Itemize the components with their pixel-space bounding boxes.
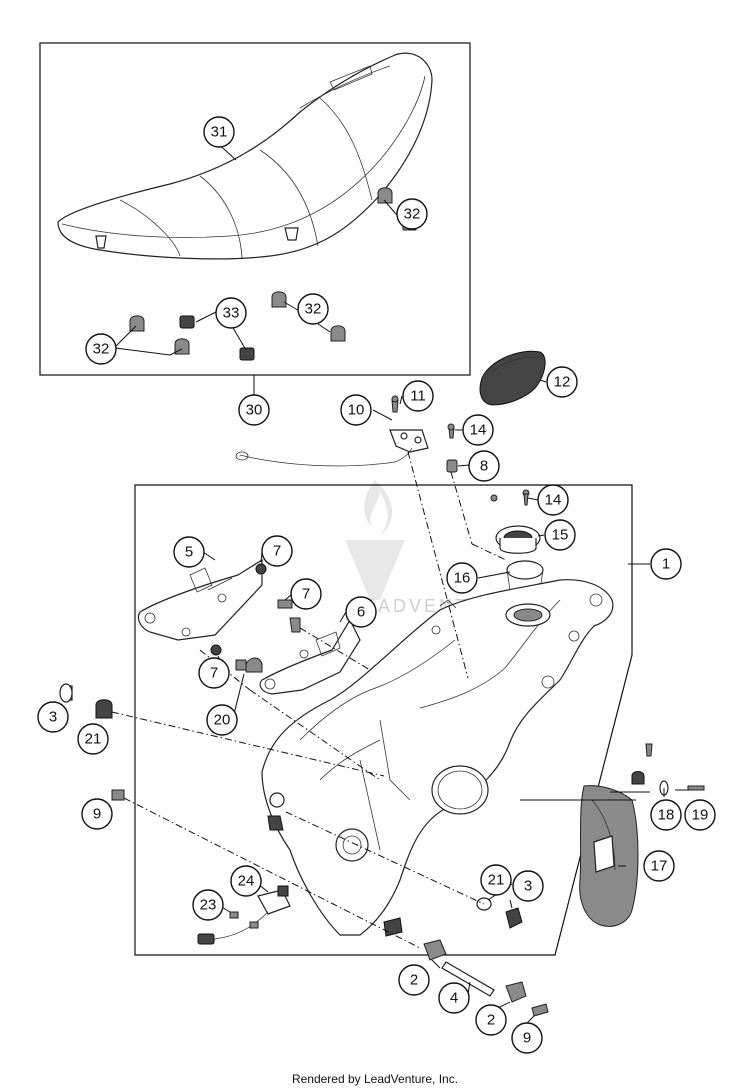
svg-text:12: 12 [554, 374, 571, 391]
callout-1: 1 [650, 548, 682, 580]
callout-31: 31 [203, 116, 235, 148]
callout-14: 14 [537, 484, 569, 516]
svg-text:32: 32 [93, 341, 110, 358]
callout-3: 3 [512, 870, 544, 902]
seat-hardware [129, 187, 417, 361]
callout-16: 16 [446, 562, 478, 594]
callout-3: 3 [37, 701, 69, 733]
callout-8: 8 [468, 450, 500, 482]
svg-text:30: 30 [246, 402, 263, 419]
callout-11: 11 [402, 380, 434, 412]
svg-text:7: 7 [210, 665, 218, 682]
svg-text:3: 3 [49, 709, 57, 726]
callout-33: 33 [215, 297, 247, 329]
callout-18: 18 [650, 799, 682, 831]
callout-5: 5 [173, 536, 205, 568]
callout-32: 32 [85, 333, 117, 365]
svg-text:5: 5 [185, 544, 193, 561]
svg-text:32: 32 [404, 206, 421, 223]
svg-text:15: 15 [552, 527, 569, 544]
svg-text:2: 2 [410, 972, 418, 989]
svg-text:3: 3 [524, 878, 532, 895]
callout-24: 24 [230, 865, 262, 897]
svg-text:4: 4 [450, 990, 458, 1007]
seat-group-frame [39, 42, 471, 376]
svg-text:23: 23 [200, 897, 217, 914]
callout-17: 17 [643, 850, 675, 882]
callout-7: 7 [290, 578, 322, 610]
svg-text:6: 6 [357, 604, 365, 621]
svg-text:18: 18 [658, 807, 675, 824]
side-cover [579, 743, 705, 927]
svg-text:16: 16 [454, 570, 471, 587]
svg-text:19: 19 [692, 807, 709, 824]
callout-12: 12 [546, 366, 578, 398]
svg-text:9: 9 [93, 806, 101, 823]
svg-text:8: 8 [480, 458, 488, 475]
callout-7: 7 [261, 535, 293, 567]
callout-4: 4 [438, 982, 470, 1014]
svg-text:9: 9 [523, 1030, 531, 1047]
svg-text:17: 17 [651, 858, 668, 875]
svg-text:14: 14 [545, 492, 562, 509]
fuel-tank [261, 579, 614, 937]
callout-20: 20 [206, 704, 238, 736]
tank-cover [479, 350, 546, 406]
svg-text:24: 24 [238, 873, 255, 890]
callout-30: 30 [238, 394, 270, 426]
callout-32: 32 [396, 198, 428, 230]
footer-credit: Rendered by LeadVenture, Inc. [291, 1072, 459, 1086]
seat [57, 52, 433, 260]
svg-text:10: 10 [348, 402, 365, 419]
lower-mount [423, 939, 549, 1017]
svg-text:14: 14 [470, 422, 487, 439]
callout-10: 10 [340, 394, 372, 426]
callout-23: 23 [192, 889, 224, 921]
sensor-harness [197, 885, 291, 945]
svg-text:11: 11 [410, 388, 426, 405]
svg-text:7: 7 [302, 586, 310, 603]
callout-21: 21 [480, 864, 512, 896]
bracket-left [137, 558, 263, 641]
svg-text:33: 33 [223, 305, 240, 322]
callout-14: 14 [462, 414, 494, 446]
svg-text:31: 31 [211, 124, 228, 141]
bracket-right [259, 618, 361, 695]
callout-2: 2 [398, 964, 430, 996]
small-fasteners [446, 423, 530, 506]
svg-text:20: 20 [214, 712, 231, 729]
mount-fasteners-right [476, 897, 523, 929]
svg-text:1: 1 [662, 556, 670, 573]
bracket-and-cable [235, 395, 429, 467]
svg-text:7: 7 [273, 543, 281, 560]
svg-text:32: 32 [305, 301, 322, 318]
bracket-bolts [210, 563, 301, 673]
svg-text:2: 2 [487, 1012, 495, 1029]
callout-32: 32 [297, 293, 329, 325]
fuel-pump-flange [495, 525, 544, 595]
callout-7: 7 [198, 657, 230, 689]
callout-21: 21 [77, 723, 109, 755]
callout-19: 19 [684, 799, 716, 831]
mount-fasteners-left [59, 683, 125, 801]
callout-9: 9 [511, 1022, 543, 1054]
svg-text:21: 21 [488, 872, 505, 889]
svg-text:21: 21 [85, 731, 102, 748]
callout-6: 6 [345, 596, 377, 628]
callout-15: 15 [544, 519, 576, 551]
callout-2: 2 [475, 1004, 507, 1036]
callout-9: 9 [81, 798, 113, 830]
